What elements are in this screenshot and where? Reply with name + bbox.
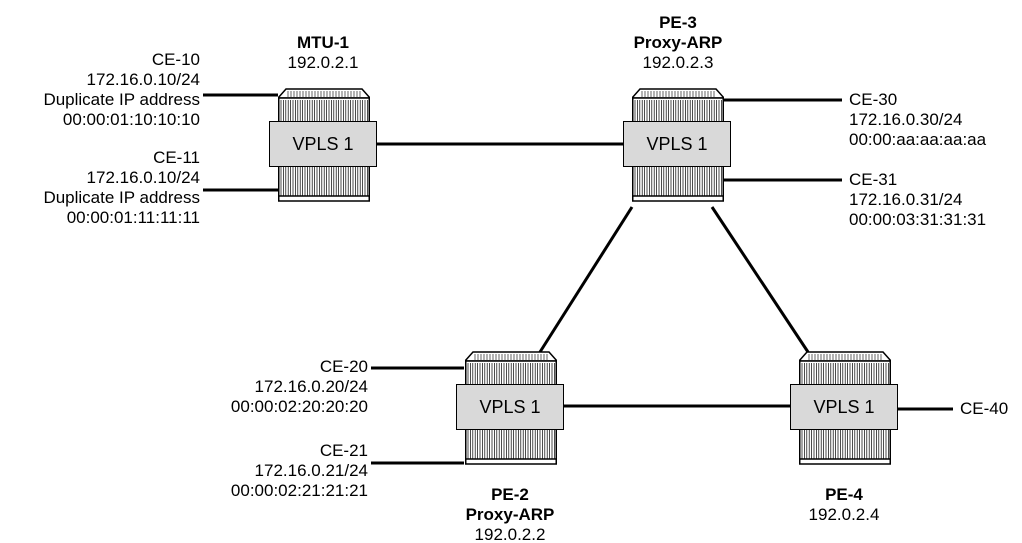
label-pe2: PE-2 Proxy-ARP 192.0.2.2 [435,485,585,543]
router-pe2: VPLS 1 [456,351,564,465]
vpls-box-pe2: VPLS 1 [456,384,564,430]
ce-ip: 172.16.0.31/24 [849,190,963,209]
node-name: PE-4 [825,485,863,504]
label-ce21: CE-21 172.16.0.21/24 00:00:02:21:21:21 [180,441,368,501]
ce-note: Duplicate IP address [43,90,200,109]
ce-ip: 172.16.0.21/24 [254,461,368,480]
label-pe3: PE-3 Proxy-ARP 192.0.2.3 [603,13,753,73]
node-role: Proxy-ARP [633,33,723,52]
node-name: MTU-1 [297,33,349,52]
label-pe4: PE-4 192.0.2.4 [769,485,919,525]
node-role: Proxy-ARP [465,505,555,524]
ce-name: CE-20 [319,357,368,376]
vpls-box-pe4: VPLS 1 [790,384,898,430]
label-ce40: CE-40 [960,399,1020,419]
label-ce31: CE-31 172.16.0.31/24 00:00:03:31:31:31 [849,170,1019,230]
ce-name: CE-21 [319,441,368,460]
ce-mac: 00:00:aa:aa:aa:aa [849,130,987,149]
ce-ip: 172.16.0.10/24 [86,168,200,187]
vpls-box-pe3: VPLS 1 [623,121,731,167]
link-pe3-pe4 [710,206,810,353]
ce-name: CE-40 [960,399,1009,418]
ce-name: CE-10 [151,50,200,69]
node-ip: 192.0.2.2 [474,525,546,543]
ce-mac: 00:00:02:20:20:20 [230,397,368,416]
node-ip: 192.0.2.4 [808,505,880,524]
ce-name: CE-11 [153,148,200,167]
ce-name: CE-31 [849,170,898,189]
label-ce30: CE-30 172.16.0.30/24 00:00:aa:aa:aa:aa [849,90,1019,150]
label-ce10: CE-10 172.16.0.10/24 Duplicate IP addres… [20,50,200,130]
label-ce20: CE-20 172.16.0.20/24 00:00:02:20:20:20 [180,357,368,417]
ce-mac: 00:00:02:21:21:21 [230,481,368,500]
ce-name: CE-30 [849,90,898,109]
node-name: PE-3 [659,13,697,32]
node-ip: 192.0.2.3 [642,53,714,72]
label-ce11: CE-11 172.16.0.10/24 Duplicate IP addres… [20,148,200,228]
ce-note: Duplicate IP address [43,188,200,207]
ce-mac: 00:00:01:10:10:10 [62,110,200,129]
ce-ip: 172.16.0.20/24 [254,377,368,396]
router-pe4: VPLS 1 [790,351,898,465]
link-pe3-pe2 [538,206,634,353]
router-mtu1: VPLS 1 [269,88,377,202]
ce-mac: 00:00:03:31:31:31 [849,210,987,229]
ce-ip: 172.16.0.30/24 [849,110,963,129]
label-mtu1: MTU-1 192.0.2.1 [248,33,398,73]
router-pe3: VPLS 1 [623,88,731,202]
ce-mac: 00:00:01:11:11:11 [66,208,200,227]
node-name: PE-2 [491,485,529,504]
ce-ip: 172.16.0.10/24 [86,70,200,89]
node-ip: 192.0.2.1 [287,53,359,72]
vpls-box-mtu1: VPLS 1 [269,121,377,167]
